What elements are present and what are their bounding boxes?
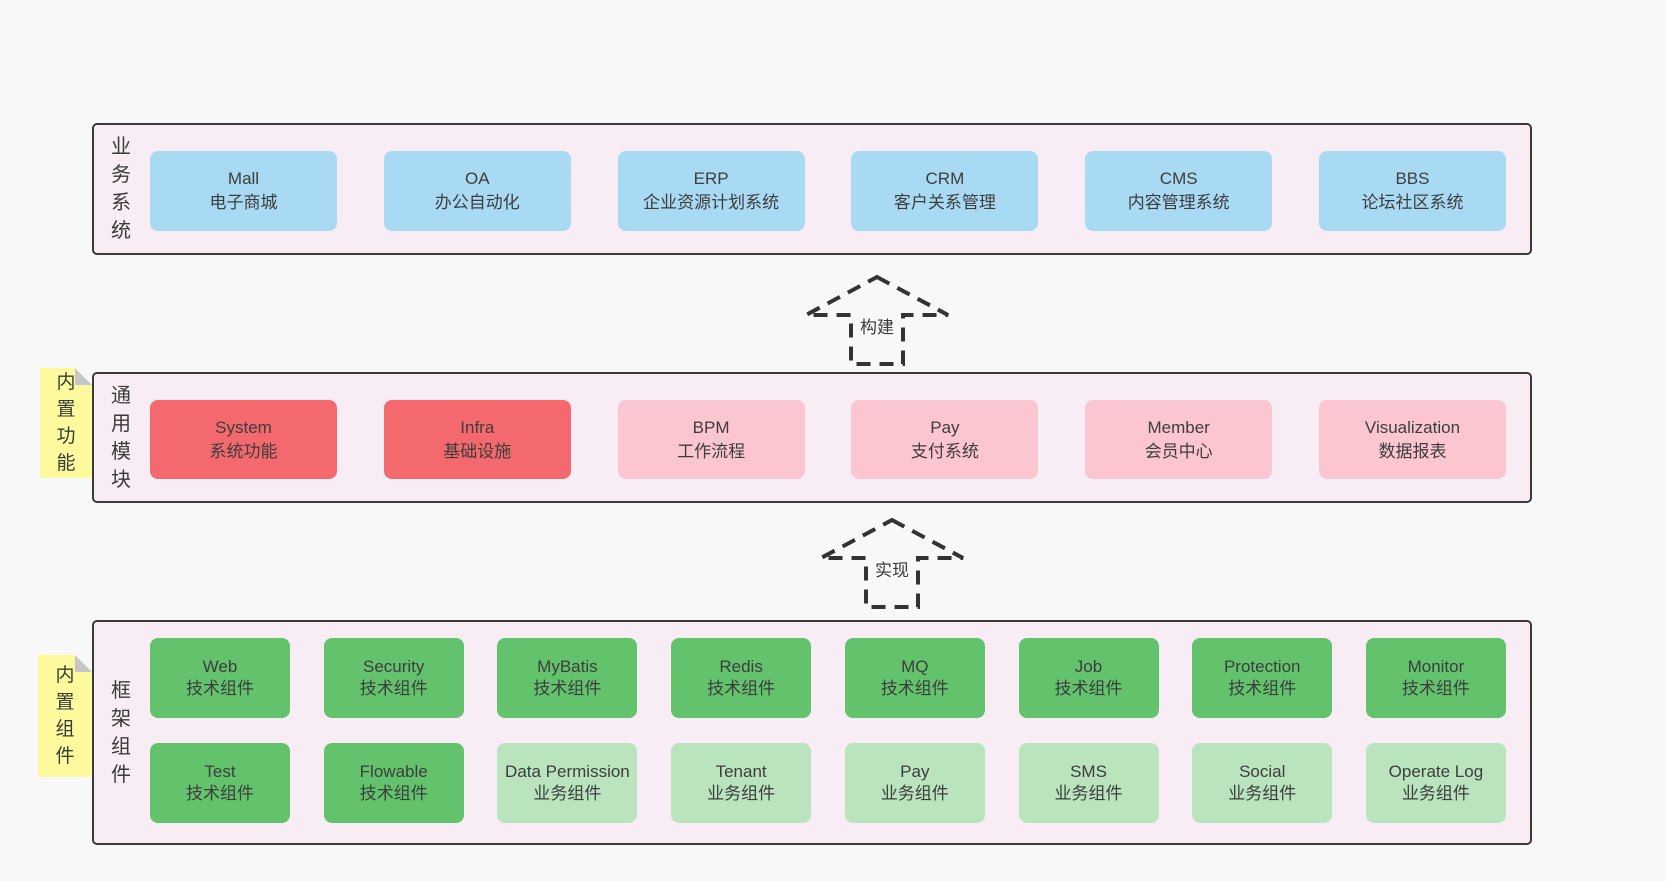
box-cms: CMS 内容管理系统	[1085, 151, 1273, 231]
box-bbs: BBS 论坛社区系统	[1318, 151, 1506, 231]
box-infra: Infra 基础设施	[383, 400, 571, 479]
box-member: Member 会员中心	[1085, 400, 1273, 479]
box-data-permission: Data Permission 业务组件	[497, 743, 638, 823]
box-social: Social 业务组件	[1192, 743, 1333, 823]
box-pay-component: Pay 业务组件	[844, 743, 985, 823]
box-mybatis: MyBatis 技术组件	[497, 638, 638, 718]
arrow-build-label: 构建	[857, 313, 897, 338]
box-security: Security 技术组件	[323, 638, 464, 718]
box-job: Job 技术组件	[1018, 638, 1159, 718]
box-mall: Mall 电子商城	[150, 151, 337, 231]
modules-panel-label: 通用模块	[111, 384, 131, 491]
box-pay-module: Pay 支付系统	[851, 400, 1039, 479]
box-test: Test 技术组件	[150, 743, 290, 823]
box-monitor: Monitor 技术组件	[1365, 638, 1506, 718]
arrow-up-implement-icon: 实现	[817, 516, 967, 611]
framework-components-panel: 框架组件 Web 技术组件 Security 技术组件 MyBatis 技术组件…	[92, 620, 1532, 845]
sticky-tab-builtin-features: 内置功能	[40, 368, 92, 478]
box-bpm: BPM 工作流程	[617, 400, 805, 479]
components-row-1: Web 技术组件 Security 技术组件 MyBatis 技术组件 Redi…	[150, 638, 1506, 718]
box-web: Web 技术组件	[150, 638, 290, 718]
box-mq: MQ 技术组件	[844, 638, 985, 718]
common-modules-row: System 系统功能 Infra 基础设施 BPM 工作流程 Pay 支付系统…	[150, 400, 1506, 479]
business-panel-label: 业务系统	[111, 136, 131, 242]
box-erp: ERP 企业资源计划系统	[617, 151, 805, 231]
box-system: System 系统功能	[150, 400, 337, 479]
box-oa: OA 办公自动化	[383, 151, 571, 231]
business-systems-panel: 业务系统 Mall 电子商城 OA 办公自动化 ERP 企业资源计划系统 CRM…	[92, 123, 1532, 255]
common-modules-panel: 通用模块 System 系统功能 Infra 基础设施 BPM 工作流程 Pay…	[92, 372, 1532, 503]
box-protection: Protection 技术组件	[1192, 638, 1333, 718]
box-tenant: Tenant 业务组件	[671, 743, 812, 823]
arrow-up-build-icon: 构建	[802, 273, 952, 368]
box-flowable: Flowable 技术组件	[323, 743, 464, 823]
box-redis: Redis 技术组件	[671, 638, 812, 718]
arrow-implement-label: 实现	[872, 556, 912, 581]
business-systems-row: Mall 电子商城 OA 办公自动化 ERP 企业资源计划系统 CRM 客户关系…	[150, 151, 1506, 231]
components-row-2: Test 技术组件 Flowable 技术组件 Data Permission …	[150, 743, 1506, 823]
box-visualization: Visualization 数据报表	[1318, 400, 1506, 479]
box-crm: CRM 客户关系管理	[851, 151, 1039, 231]
components-panel-label: 框架组件	[111, 679, 131, 786]
box-operate-log: Operate Log 业务组件	[1365, 743, 1506, 823]
box-sms: SMS 业务组件	[1018, 743, 1159, 823]
sticky-tab-builtin-components: 内置组件	[38, 655, 92, 777]
